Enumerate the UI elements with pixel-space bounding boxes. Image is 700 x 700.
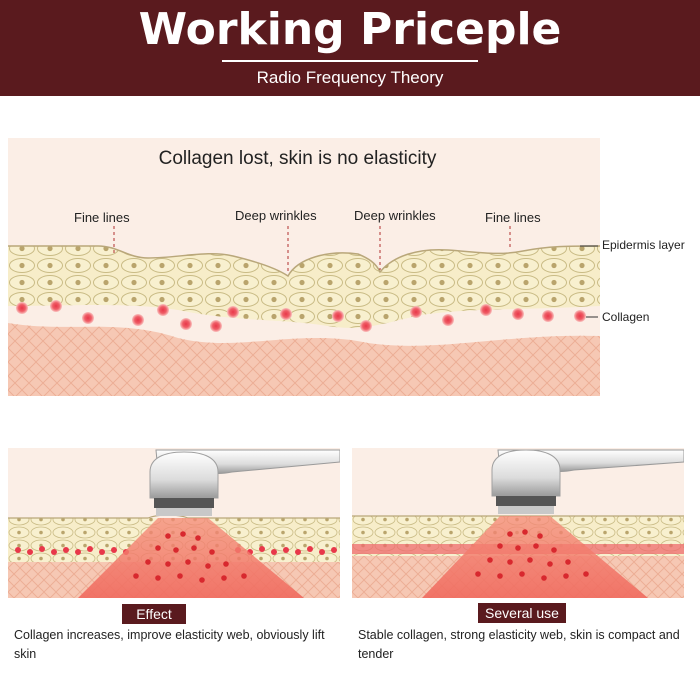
several-use-illustration bbox=[352, 448, 684, 598]
effect-caption: Collagen increases, improve elasticity w… bbox=[14, 628, 325, 661]
label-fine-lines-right: Fine lines bbox=[485, 210, 541, 225]
page-subtitle: Radio Frequency Theory bbox=[256, 68, 444, 87]
rf-energy-beam bbox=[422, 516, 648, 598]
page-title: Working Priceple bbox=[138, 4, 562, 55]
title-divider bbox=[222, 60, 478, 62]
label-deep-wrinkles-right: Deep wrinkles bbox=[354, 208, 436, 223]
collagen-dots bbox=[16, 300, 586, 332]
label-collagen: Collagen bbox=[602, 310, 650, 324]
rf-device bbox=[149, 449, 340, 516]
header-banner: Working Priceple Radio Frequency Theory bbox=[0, 0, 700, 96]
skin-cells bbox=[8, 246, 600, 328]
epidermis-surface bbox=[8, 245, 600, 278]
wrinkle-indicators bbox=[113, 226, 511, 274]
effect-illustration bbox=[8, 448, 340, 598]
label-fine-lines-left: Fine lines bbox=[74, 210, 130, 225]
rf-device bbox=[491, 449, 684, 514]
label-deep-wrinkles-left: Deep wrinkles bbox=[235, 208, 317, 223]
label-epidermis-layer: Epidermis layer bbox=[602, 238, 685, 252]
effect-badge: Effect bbox=[122, 604, 186, 624]
skin-diagram bbox=[8, 138, 600, 396]
diagram-title: Collagen lost, skin is no elasticity bbox=[158, 148, 437, 169]
several-use-badge: Several use bbox=[478, 603, 566, 623]
several-use-caption: Stable collagen, strong elasticity web, … bbox=[358, 628, 680, 661]
